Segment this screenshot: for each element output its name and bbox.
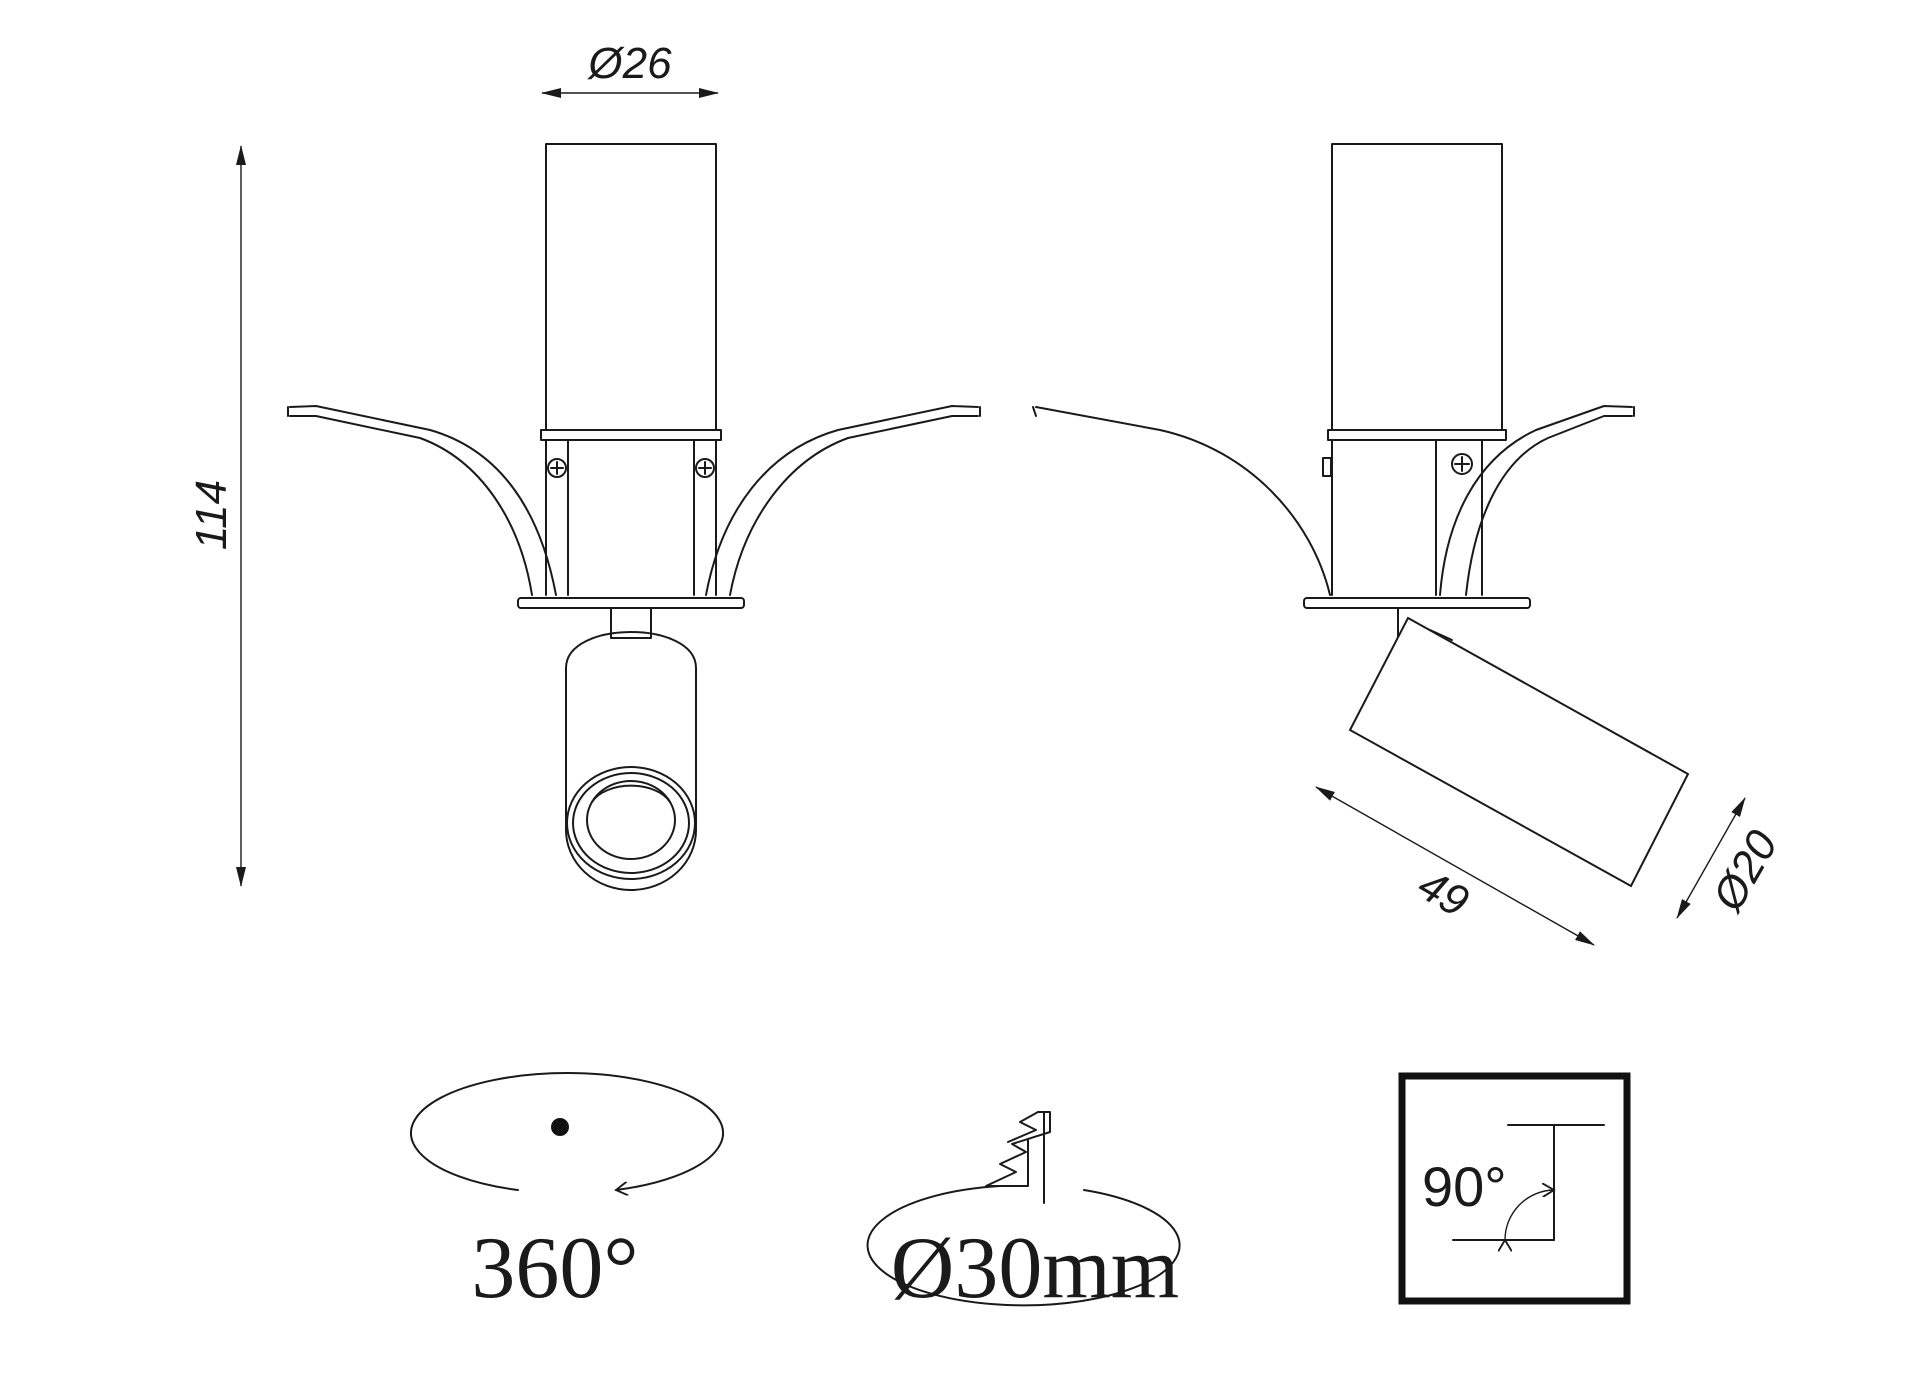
top-diameter-dimension: Ø26 bbox=[541, 39, 719, 98]
head-diameter-label: Ø20 bbox=[1702, 822, 1787, 921]
height-dimension: 114 bbox=[187, 145, 246, 887]
spring-clip-left bbox=[1032, 406, 1331, 596]
screw-icon bbox=[695, 458, 715, 478]
spring-clip-left bbox=[287, 405, 557, 596]
spring-clip-right bbox=[1439, 405, 1635, 596]
cutout-label: Ø30mm bbox=[891, 1220, 1179, 1317]
head-length-label: 49 bbox=[1410, 860, 1477, 927]
rotation-label: 360° bbox=[471, 1220, 638, 1317]
front-view-fixture bbox=[287, 143, 981, 891]
top-diameter-label: Ø26 bbox=[586, 39, 672, 88]
side-view-fixture bbox=[1032, 143, 1690, 888]
tilt-angle-icon: 90° bbox=[1398, 1072, 1631, 1305]
screw-icon bbox=[1451, 453, 1473, 475]
rotation-icon: 360° bbox=[410, 1072, 724, 1317]
spring-clip-right bbox=[705, 405, 981, 596]
height-dimension-label: 114 bbox=[187, 480, 236, 550]
center-point-icon bbox=[551, 1118, 569, 1136]
cutout-icon: Ø30mm bbox=[866, 1111, 1181, 1317]
head-diameter-dimension: Ø20 bbox=[1676, 797, 1788, 921]
screw-icon bbox=[547, 458, 567, 478]
tilt-angle-label: 90° bbox=[1422, 1155, 1507, 1218]
